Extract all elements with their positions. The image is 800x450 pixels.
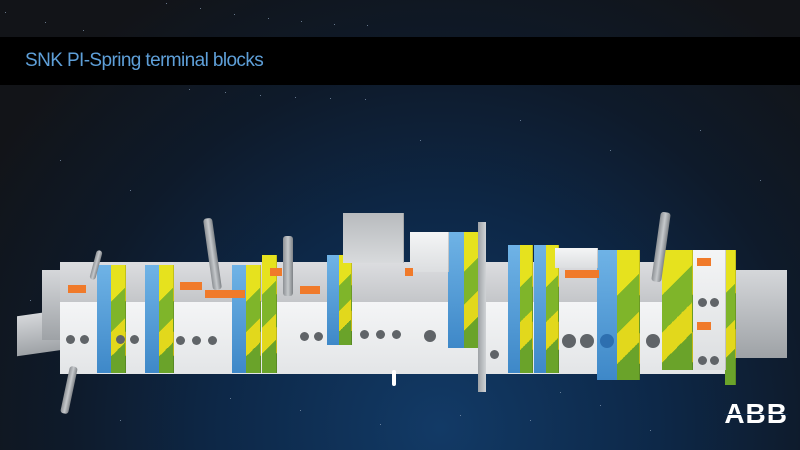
video-title: SNK PI-Spring terminal blocks [25,50,264,71]
wire-entry [376,330,385,339]
terminal-ground [111,265,126,373]
terminal-blue [597,250,618,380]
wire-entry [300,332,309,341]
terminal-ground [262,255,277,373]
wire-entry [116,335,125,344]
release-lever [68,285,86,293]
wire-entry [192,336,201,345]
pin [392,370,396,386]
terminal-ground [617,250,640,380]
terminal-raised [555,248,598,268]
terminal-ground [725,250,736,385]
terminal-ground [520,245,533,373]
release-lever [565,270,599,278]
separator-plate [478,222,486,392]
terminal-raised [343,213,404,263]
wire-entry [392,330,401,339]
wire-entry [208,336,217,345]
terminal-blue [97,265,112,373]
wire-entry [580,334,594,348]
terminal-ground [339,255,352,345]
title-bar: SNK PI-Spring terminal blocks [0,37,800,85]
terminal-ground [246,265,261,373]
abb-logo-text: ABB [724,398,788,429]
logo-stripe [724,414,788,415]
wire-entry [710,298,719,307]
wire-entry [80,335,89,344]
wire-entry [646,334,660,348]
wire-entry [698,356,707,365]
abb-logo: ABB [724,398,788,430]
wire-entry [600,334,614,348]
release-lever [697,258,711,266]
terminal-ground [159,265,174,373]
wire-entry [424,330,436,342]
release-lever [205,290,245,298]
wire-entry [176,336,185,345]
release-lever [270,268,282,276]
terminal-ground [662,250,693,370]
release-lever [697,322,711,330]
terminal-blue [145,265,160,373]
release-lever [300,286,320,294]
terminal-blue [232,265,247,373]
release-lever [405,268,413,276]
wire-entry [562,334,576,348]
terminal-blue [448,232,465,348]
wire-entry [360,330,369,339]
wire-entry [490,350,499,359]
wire-entry [698,298,707,307]
test-plug [283,236,293,296]
wire-entry [314,332,323,341]
release-lever [180,282,202,290]
terminal-raised [410,232,449,272]
terminal-raised [693,250,726,370]
wire-entry [66,335,75,344]
wire-entry [710,356,719,365]
wire-entry [130,335,139,344]
terminal-ground [546,245,559,373]
